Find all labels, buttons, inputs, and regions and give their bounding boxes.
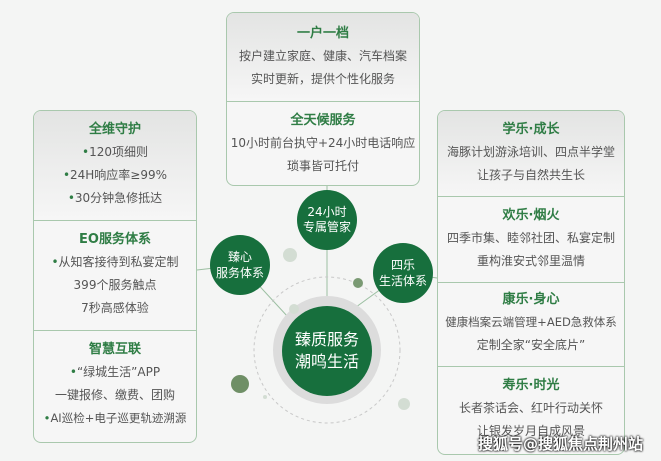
section-line: 琐事皆可托付 <box>286 159 359 173</box>
section-title: 学乐·成长 <box>502 122 560 137</box>
section-line: 长者茶话会、红叶行动关怀 <box>458 401 603 415</box>
node-four-joys: 四乐生活体系 <box>373 243 433 303</box>
section-line: 10小时前台执守+24小时电话响应 <box>230 136 416 150</box>
section-line: 30分钟急修抵达 <box>74 191 163 205</box>
section-line: 四季市集、睦邻社团、私宴定制 <box>446 231 615 245</box>
section-line: 让孩子与自然共生长 <box>476 168 585 182</box>
section-title: 全天候服务 <box>290 113 356 128</box>
section-line: AI巡检+电子巡更轨迹溯源 <box>50 411 187 425</box>
section-learning: 学乐·成长 海豚计划游泳培训、四点半学堂 让孩子与自然共生长 <box>438 111 624 197</box>
section-title: EO服务体系 <box>79 232 151 247</box>
section-line: “绿城生活”APP <box>76 365 161 379</box>
section-health: 康乐·身心 健康档案云端管理+AED急救体系 定制全家“安全底片” <box>438 283 624 367</box>
decor-dot <box>289 304 299 314</box>
section-line: 399个服务触点 <box>73 278 157 292</box>
section-eo-service: EO服务体系 •从知客接待到私宴定制 399个服务触点 7秒高感体验 <box>34 221 196 331</box>
section-title: 康乐·身心 <box>502 292 560 307</box>
section-community: 欢乐·烟火 四季市集、睦邻社团、私宴定制 重构淮安式邻里温情 <box>438 197 624 283</box>
section-title: 寿乐·时光 <box>502 378 560 393</box>
center-circle: 臻质服务潮鸣生活 <box>282 306 372 396</box>
node-heart-service: 臻心服务体系 <box>210 235 270 295</box>
section-title: 全维守护 <box>88 122 141 137</box>
section-title: 欢乐·烟火 <box>502 208 560 223</box>
decor-dot <box>231 375 249 393</box>
section-line: 定制全家“安全底片” <box>476 338 586 352</box>
section-line: 实时更新，提供个性化服务 <box>250 72 395 86</box>
top-box: 一户一档 按户建立家庭、健康、汽车档案 实时更新，提供个性化服务 全天候服务 1… <box>226 12 420 186</box>
decor-dot <box>353 278 363 288</box>
decor-dot <box>263 395 267 399</box>
node-butler: 24小时专属管家 <box>297 190 357 250</box>
section-household-file: 一户一档 按户建立家庭、健康、汽车档案 实时更新，提供个性化服务 <box>227 13 419 102</box>
right-box: 学乐·成长 海豚计划游泳培训、四点半学堂 让孩子与自然共生长 欢乐·烟火 四季市… <box>437 110 625 455</box>
section-line: 让银发岁月自成风景 <box>476 424 585 438</box>
section-title: 智慧互联 <box>88 342 141 357</box>
section-full-guard: 全维守护 •120项细则 •24H响应率≥99% •30分钟急修抵达 <box>34 111 196 221</box>
section-elderly: 寿乐·时光 长者茶话会、红叶行动关怀 让银发岁月自成风景 <box>438 367 624 454</box>
section-line: 7秒高感体验 <box>81 301 149 315</box>
watermark: 搜狐号@搜狐焦点荆州站 <box>478 435 644 453</box>
left-box: 全维守护 •120项细则 •24H响应率≥99% •30分钟急修抵达 EO服务体… <box>33 110 197 443</box>
section-line: 健康档案云端管理+AED急救体系 <box>445 315 617 329</box>
section-smart-connect: 智慧互联 •“绿城生活”APP 一键报修、缴费、团购 •AI巡检+电子巡更轨迹溯… <box>34 331 196 442</box>
section-line: 24H响应率≥99% <box>70 168 168 182</box>
section-line: 海豚计划游泳培训、四点半学堂 <box>446 145 615 159</box>
section-line: 重构淮安式邻里温情 <box>476 254 585 268</box>
section-line: 从知客接待到私宴定制 <box>58 255 179 269</box>
section-line: 按户建立家庭、健康、汽车档案 <box>238 49 407 63</box>
section-line: 120项细则 <box>89 145 148 159</box>
decor-dot <box>283 248 297 262</box>
section-all-day-service: 全天候服务 10小时前台执守+24小时电话响应 琐事皆可托付 <box>227 102 419 185</box>
section-title: 一户一档 <box>296 26 349 41</box>
decor-dot <box>398 398 410 410</box>
section-line: 一键报修、缴费、团购 <box>54 388 175 402</box>
